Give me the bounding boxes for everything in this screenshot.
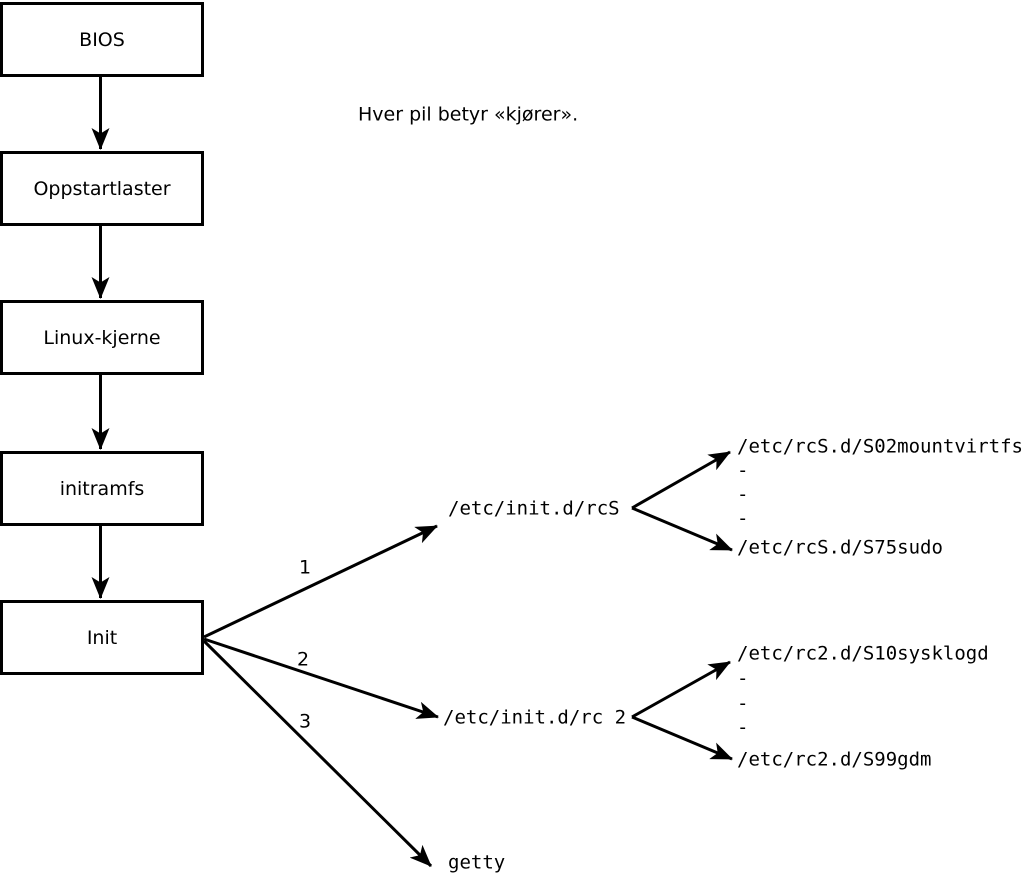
edge-rc2-first	[631, 660, 731, 719]
node-bootloader-label: Oppstartlaster	[33, 177, 171, 200]
node-initramfs: initramfs	[0, 451, 204, 526]
edge-number-2: 2	[297, 648, 310, 671]
target-rc2-script: /etc/init.d/rc 2	[443, 706, 627, 729]
rc2-ellipsis-2: -	[737, 692, 749, 715]
edge-rcs-last	[631, 506, 733, 552]
edge-init-rcs	[203, 524, 438, 639]
node-init: Init	[0, 600, 204, 675]
edge-rcs-first	[631, 450, 731, 510]
edge-number-3: 3	[299, 710, 312, 733]
target-rcs-last: /etc/rcS.d/S75sudo	[737, 536, 943, 559]
rcs-ellipsis-1: -	[737, 459, 749, 482]
node-kernel: Linux-kjerne	[0, 300, 204, 375]
node-bootloader: Oppstartlaster	[0, 151, 204, 226]
rc2-ellipsis-1: -	[737, 667, 749, 690]
edge-init-getty	[202, 639, 433, 868]
rcs-ellipsis-2: -	[737, 483, 749, 506]
rc2-ellipsis-3: -	[737, 716, 749, 739]
target-rc2-last: /etc/rc2.d/S99gdm	[737, 748, 932, 771]
node-kernel-label: Linux-kjerne	[43, 326, 161, 349]
target-rcs-first: /etc/rcS.d/S02mountvirtfs	[737, 435, 1023, 458]
rcs-ellipsis-3: -	[737, 507, 749, 530]
node-bios: BIOS	[0, 2, 204, 77]
node-bios-label: BIOS	[79, 28, 125, 51]
note-arrows-meaning: Hver pil betyr «kjører».	[358, 103, 579, 126]
target-getty: getty	[448, 851, 506, 874]
target-rc2-first: /etc/rc2.d/S10sysklogd	[737, 642, 989, 665]
target-rcs-script: /etc/init.d/rcS	[448, 497, 620, 520]
node-initramfs-label: initramfs	[59, 477, 145, 500]
node-init-label: Init	[86, 626, 118, 649]
edge-number-1: 1	[299, 556, 312, 579]
edge-init-rc2	[203, 637, 439, 719]
edge-rc2-last	[631, 715, 733, 761]
